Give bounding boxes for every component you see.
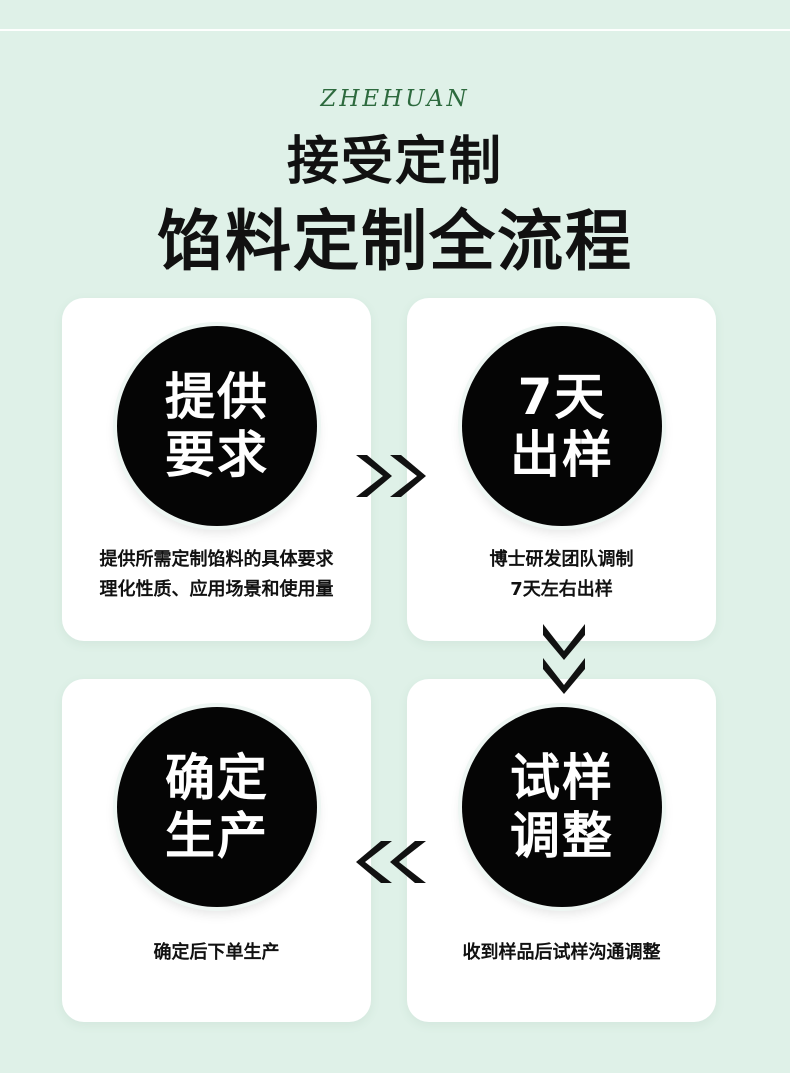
step-badge: 7天 出样 [462, 326, 662, 526]
step-badge-line-2: 要求 [165, 426, 269, 484]
step-card-sample-in-7-days: 7天 出样 博士研发团队调制 7天左右出样 [407, 298, 716, 641]
double-chevron-down-icon [540, 622, 588, 696]
step-description-line-2: 理化性质、应用场景和使用量 [99, 579, 334, 600]
step-card-provide-requirements: 提供 要求 提供所需定制馅料的具体要求 理化性质、应用场景和使用量 [62, 298, 371, 641]
page-title-line-1: 接受定制 [286, 131, 503, 192]
step-description: 确定后下单生产 [62, 938, 371, 968]
step-badge-line-1: 7天 [517, 368, 607, 426]
step-description-line-1: 确定后下单生产 [153, 942, 280, 963]
step-description: 提供所需定制馅料的具体要求 理化性质、应用场景和使用量 [62, 545, 371, 605]
step-description: 博士研发团队调制 7天左右出样 [407, 545, 716, 605]
step-description-line-2: 7天左右出样 [510, 579, 613, 600]
step-badge-line-2: 调整 [510, 807, 614, 865]
top-divider [0, 29, 790, 31]
step-badge-line-1: 提供 [165, 368, 269, 426]
step-card-trial-adjustment: 试样 调整 收到样品后试样沟通调整 [407, 679, 716, 1022]
step-card-confirm-production: 确定 生产 确定后下单生产 [62, 679, 371, 1022]
step-description: 收到样品后试样沟通调整 [407, 938, 716, 968]
step-badge: 确定 生产 [117, 707, 317, 907]
step-badge-line-1: 确定 [165, 749, 269, 807]
double-chevron-left-icon [354, 838, 428, 886]
step-description-line-1: 提供所需定制馅料的具体要求 [99, 549, 334, 570]
step-badge-line-2: 出样 [510, 426, 614, 484]
double-chevron-right-icon [354, 452, 428, 500]
step-description-line-1: 博士研发团队调制 [489, 549, 634, 570]
step-description-line-1: 收到样品后试样沟通调整 [462, 942, 661, 963]
step-badge-line-2: 生产 [165, 807, 269, 865]
brand-name: ZHEHUAN [320, 86, 470, 112]
step-badge: 试样 调整 [462, 707, 662, 907]
step-badge-line-1: 试样 [510, 749, 614, 807]
page-title-line-2: 馅料定制全流程 [157, 202, 633, 280]
step-badge: 提供 要求 [117, 326, 317, 526]
